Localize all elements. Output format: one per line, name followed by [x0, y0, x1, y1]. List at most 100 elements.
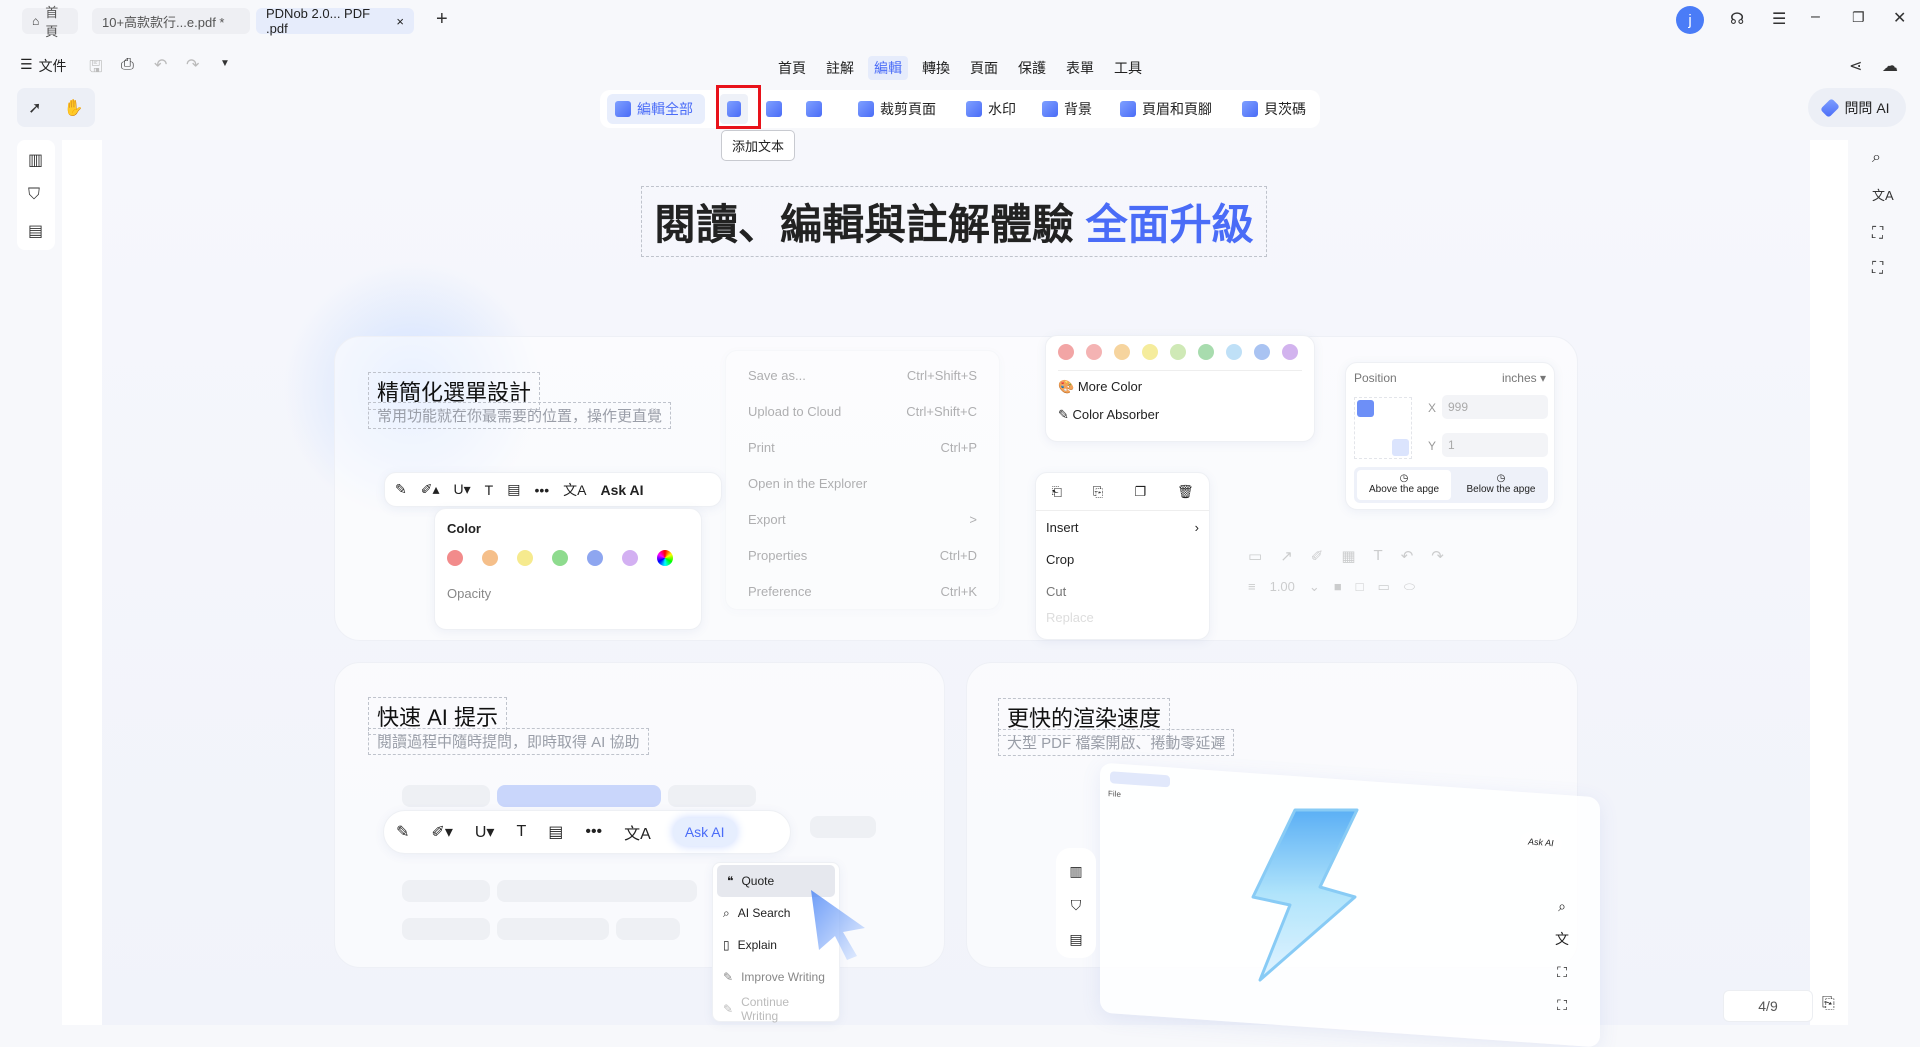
bookmark-icon: ⛉ — [1070, 897, 1082, 913]
edit-icon: ✎ — [395, 481, 407, 497]
add-text-button[interactable] — [720, 94, 748, 124]
position-label: Position — [1354, 371, 1397, 385]
insert-after-icon: ⎘ — [1092, 483, 1104, 499]
color-swatch — [482, 550, 498, 566]
underline-icon: U▾ — [474, 824, 495, 841]
ai-menu-improve: ✎Improve Writing — [713, 961, 839, 993]
menu-annotate[interactable]: 註解 — [826, 60, 854, 76]
redo-icon: ↷ — [1431, 548, 1444, 565]
new-tab-button[interactable]: + — [436, 8, 448, 30]
text-icon: T — [1373, 547, 1383, 564]
translate-icon[interactable]: 文A — [1872, 188, 1894, 203]
ocr-icon[interactable]: ⛶ — [1872, 260, 1884, 277]
x-label: X — [1428, 401, 1437, 415]
undo-icon[interactable]: ↶ — [154, 57, 168, 74]
insert-before-icon: ⎗ — [1051, 483, 1062, 499]
more-color-item: 🎨 More Color — [1058, 379, 1143, 394]
link-icon — [806, 101, 822, 117]
save-icon[interactable]: 🖫 — [89, 59, 103, 76]
insert-label: Insert — [1046, 519, 1079, 535]
watermark-button[interactable]: 水印 — [966, 94, 1016, 124]
add-image-button[interactable] — [766, 94, 782, 124]
print-icon[interactable]: ⎙ — [121, 56, 134, 73]
page-counter[interactable]: 4/9 — [1723, 990, 1813, 1022]
translate-icon: 文A — [624, 826, 651, 843]
background-label: 背景 — [1064, 101, 1092, 117]
underline-icon: U▾ — [453, 481, 471, 497]
card-heading: 精簡化選單設計 — [368, 372, 541, 410]
fit-page-icon[interactable]: ⎘ — [1822, 995, 1835, 1012]
crop-label: 裁剪頁面 — [880, 101, 936, 117]
maximize-icon[interactable]: ❐ — [1852, 9, 1865, 25]
mini-left-sidebar: ▥⛉▤ — [1056, 848, 1096, 958]
background-button[interactable]: 背景 — [1042, 94, 1092, 124]
anchor-grid — [1354, 397, 1412, 459]
card-heading: 更快的渲染速度 — [998, 698, 1171, 736]
anchor-selected — [1357, 400, 1374, 417]
more-color-label: More Color — [1077, 379, 1143, 394]
comment-icon: ▤ — [548, 824, 564, 841]
tab-label: 10+高款款行...e.pdf * — [102, 14, 225, 30]
tab-label: 首頁 — [45, 5, 59, 39]
close-tab-icon[interactable]: × — [396, 13, 404, 29]
menu-protect[interactable]: 保護 — [1018, 60, 1046, 76]
ask-ai-button[interactable]: 問問 AI — [1808, 88, 1906, 127]
color-wheel — [657, 550, 673, 566]
menu-home[interactable]: 首頁 — [778, 60, 806, 76]
color-label: Color — [447, 521, 481, 536]
minimize-icon[interactable]: – — [1811, 8, 1820, 25]
headset-icon[interactable]: ☊ — [1730, 11, 1745, 28]
menu-form[interactable]: 表單 — [1066, 60, 1094, 76]
undo-icon: ↶ — [1400, 548, 1414, 565]
file-menu[interactable]: ☰文件 — [20, 56, 67, 76]
delete-icon: 🗑 — [1176, 483, 1194, 499]
menu-edit[interactable]: 編輯 — [868, 56, 908, 80]
select-cursor-icon[interactable]: ➚ — [28, 99, 42, 117]
tab-document-1[interactable]: 10+高款款行...e.pdf * — [92, 8, 250, 34]
search-icon[interactable]: ⌕ — [1872, 149, 1881, 166]
menu-page[interactable]: 頁面 — [970, 60, 998, 76]
menu-shortcut: Ctrl+K — [940, 583, 977, 599]
crop-page-button[interactable]: 裁剪頁面 — [858, 94, 936, 124]
menu-convert[interactable]: 轉換 — [922, 60, 950, 76]
quick-access-dropdown-icon[interactable]: ▼ — [220, 58, 230, 69]
mini-file-menu: File — [1108, 789, 1121, 799]
context-cut: Cut — [1036, 575, 1209, 607]
above-page-option: ◷Above the apge — [1357, 470, 1451, 500]
hand-tool-icon[interactable]: ✋ — [63, 99, 84, 117]
edit-all-button[interactable]: 編輯全部 — [607, 94, 705, 124]
chevron-down-icon: ⌄ — [1308, 579, 1320, 594]
search-icon: ⌕ — [1558, 898, 1566, 914]
right-sidebar: ⌕ 文A ⛶ ⛶ — [1855, 140, 1910, 290]
crop-icon — [858, 101, 874, 117]
header-footer-button[interactable]: 頁眉和頁腳 — [1120, 94, 1212, 124]
highlight-box — [716, 85, 761, 129]
cloud-upload-icon[interactable]: ☁ — [1882, 58, 1898, 75]
bates-icon — [1242, 101, 1258, 117]
menu-shortcut: Ctrl+Shift+S — [906, 367, 977, 383]
share-icon[interactable]: ⋖ — [1849, 58, 1863, 75]
tab-document-2[interactable]: PDNob 2.0... PDF .pdf× — [256, 6, 414, 36]
comment-icon: ▤ — [507, 481, 521, 497]
screenshot-crop-icon[interactable]: ⛶ — [1872, 225, 1884, 242]
unit-select: inches ▾ — [1501, 371, 1546, 385]
context-icons: ⎗⎘❐🗑 — [1036, 473, 1209, 511]
add-link-button[interactable] — [806, 94, 822, 124]
redo-icon[interactable]: ↷ — [186, 57, 200, 74]
close-icon[interactable]: ✕ — [1893, 10, 1907, 27]
tab-home[interactable]: ⌂首頁 — [22, 5, 78, 39]
menu-tools[interactable]: 工具 — [1114, 60, 1142, 76]
bates-number-button[interactable]: 貝茨碼 — [1242, 94, 1306, 124]
color-swatch — [1226, 344, 1242, 360]
edit-icon: ✎ — [396, 824, 410, 841]
color-swatches — [447, 550, 689, 566]
menu-icon[interactable]: ☰ — [1772, 11, 1787, 28]
avatar[interactable]: j — [1676, 6, 1704, 34]
card-subtitle: 閱讀過程中隨時提問，即時取得 AI 協助 — [368, 728, 649, 755]
comment-icon[interactable]: ▤ — [28, 223, 44, 240]
below-page-option: ◷Below the apge — [1466, 473, 1536, 495]
bookmark-icon[interactable]: ⛉ — [28, 186, 41, 203]
thumbnails-icon[interactable]: ▥ — [28, 152, 44, 169]
color-absorber-label: Color Absorber — [1072, 407, 1160, 422]
